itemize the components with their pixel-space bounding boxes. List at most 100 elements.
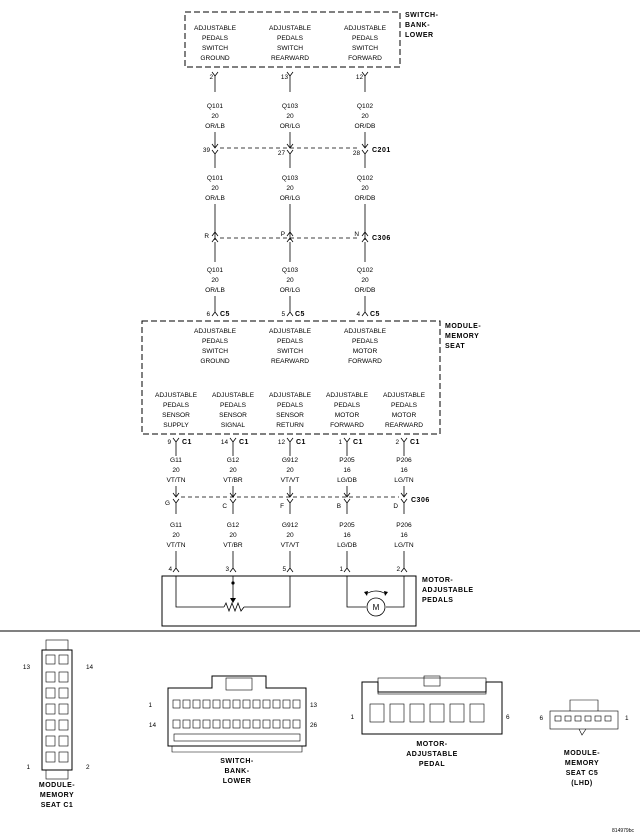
wire-p205-code: P205 — [339, 457, 355, 464]
switch-conn-cavity — [172, 719, 181, 729]
ml4-l2: PEDALS — [334, 402, 361, 409]
c1-cavity — [58, 719, 69, 731]
wire-g11-color: VT/TN — [166, 477, 185, 484]
c306l-pin-b: B — [337, 503, 341, 510]
c5-conn-top — [569, 699, 599, 711]
wire-q103-color-3: OR/LG — [280, 287, 301, 294]
wire-q102-color-2: OR/DB — [355, 195, 376, 202]
connector-view-motor: 1 6 MOTOR- ADJUSTABLE PEDAL — [350, 675, 510, 768]
c5-pin-6: 6 — [206, 311, 210, 318]
wire-q102-gauge-3: 20 — [361, 277, 369, 284]
connector-c5: 6 C5 5 C5 4 C5 — [206, 296, 380, 318]
connector-c1: 9 C1 14 C1 12 C1 1 C1 2 C1 — [167, 437, 419, 456]
ml2-l3: SENSOR — [219, 412, 247, 419]
c5-view-pin-6: 6 — [539, 715, 543, 722]
motor-pin-3: 3 — [225, 566, 229, 573]
motor-view-label-1: MOTOR- — [416, 741, 447, 748]
mu3-l1: ADJUSTABLE — [344, 328, 387, 335]
c1-wire-3 — [286, 437, 294, 456]
switch-rearward-label: ADJUSTABLE PEDALS SWITCH REARWARD — [269, 25, 312, 62]
c1-view-pin-13: 13 — [23, 664, 31, 671]
switch-conn-cavity — [222, 699, 231, 709]
switch-conn-cavity — [232, 699, 241, 709]
c5-wire-2 — [286, 296, 294, 317]
wire-g11-gauge: 20 — [172, 467, 180, 474]
mu2-l4: REARWARD — [271, 358, 309, 365]
c1-cavity — [58, 687, 69, 699]
switch-conn-cavity — [172, 699, 181, 709]
c1-pin-1: 1 — [338, 439, 342, 446]
ml2-l1: ADJUSTABLE — [212, 392, 255, 399]
c5-view-label-2: MEMORY — [565, 760, 599, 767]
ml1-l3: SENSOR — [162, 412, 190, 419]
wire-q101-gauge: 20 — [211, 113, 219, 120]
wire-q101-color-2: OR/LB — [205, 195, 225, 202]
c1-cavity — [45, 687, 56, 699]
switch-conn-cavities — [172, 699, 301, 742]
c1-cavity — [45, 654, 56, 665]
motor-pin-4: 4 — [168, 566, 172, 573]
wire-p205-code-2: P205 — [339, 522, 355, 529]
c306u-pin-n: N — [354, 231, 359, 238]
c5-view-label-3: SEAT C5 — [566, 770, 599, 777]
ml3-l2: PEDALS — [277, 402, 304, 409]
switch-rearward-line-4: REARWARD — [271, 55, 309, 62]
connector-view-switch-bank: 1 13 14 26 SWITCH- BANK- LOWER — [148, 675, 318, 785]
wire-q101-code-3: Q101 — [207, 267, 223, 274]
wire-g12-gauge-2: 20 — [229, 532, 237, 539]
switch-conn-cavity — [262, 699, 271, 709]
ml4-l3: MOTOR — [335, 412, 360, 419]
wire-q103-code: Q103 — [282, 103, 298, 110]
motor-adjustable-pedals: MOTOR- ADJUSTABLE PEDALS M — [161, 575, 473, 627]
c306u-wire-3 — [361, 204, 369, 262]
c5-pin-4: 4 — [356, 311, 360, 318]
c1-pin-9: 9 — [167, 439, 171, 446]
c5-label-3: C5 — [370, 311, 380, 318]
c1-label-2: C1 — [239, 439, 249, 446]
motor-view-pin-6: 6 — [506, 714, 510, 721]
c1-label-1: C1 — [182, 439, 192, 446]
ml2-l4: SIGNAL — [221, 422, 246, 429]
switch-conn-cavity — [192, 699, 201, 709]
switch-conn-cavity — [272, 719, 281, 729]
connector-c201: 39 27 28 C201 — [203, 132, 390, 168]
c201-pin-28: 28 — [353, 150, 361, 157]
motor-forward-wire — [346, 576, 366, 608]
switch-conn-cavity — [282, 699, 291, 709]
switch-conn-cavity — [212, 719, 221, 729]
motor-name-1: MOTOR- — [422, 577, 453, 584]
wire-q101-color-3: OR/LB — [205, 287, 225, 294]
c306u-wire-1 — [211, 204, 219, 262]
c306l-wire-1 — [172, 486, 180, 514]
mu1-l1: ADJUSTABLE — [194, 328, 237, 335]
switch-bank-name-3: LOWER — [405, 32, 434, 39]
motor-view-label-3: PEDAL — [419, 761, 445, 768]
wire-q103-gauge-3: 20 — [286, 277, 294, 284]
c5-conn-cavity — [584, 715, 592, 722]
motor-conn-body — [361, 681, 503, 735]
connector-c306-upper: R P N C306 — [204, 204, 390, 262]
c306l-pin-f: F — [280, 503, 284, 510]
pot-wiper-arrow — [230, 598, 236, 603]
motor-name-3: PEDALS — [422, 597, 453, 604]
wire-p206-color: LG/TN — [394, 477, 414, 484]
wire-q102-color: OR/DB — [355, 123, 376, 130]
wire-q102-gauge: 20 — [361, 113, 369, 120]
c306l-wire-3 — [286, 486, 294, 514]
pot-junction — [231, 581, 235, 585]
switch-bank-name-2: BANK- — [405, 22, 430, 29]
switch-view-label-1: SWITCH- — [220, 758, 254, 765]
switch-ground-line-2: PEDALS — [202, 35, 229, 42]
motor-pin-1: 1 — [339, 566, 343, 573]
module-upper-labels: ADJUSTABLE PEDALS SWITCH GROUND ADJUSTAB… — [194, 328, 387, 365]
switch-conn-body — [167, 675, 307, 747]
switch-conn-ridge — [173, 733, 301, 742]
wire-q103-code-3: Q103 — [282, 267, 298, 274]
mu2-l3: SWITCH — [277, 348, 303, 355]
motor-conn-cavity — [429, 703, 445, 723]
c306u-pin-p: P — [281, 231, 285, 238]
wire-p206-gauge-2: 16 — [400, 532, 408, 539]
c1-cavity — [45, 719, 56, 731]
motor-pin-wire-5 — [400, 551, 408, 573]
switch-forward-line-3: SWITCH — [352, 45, 378, 52]
